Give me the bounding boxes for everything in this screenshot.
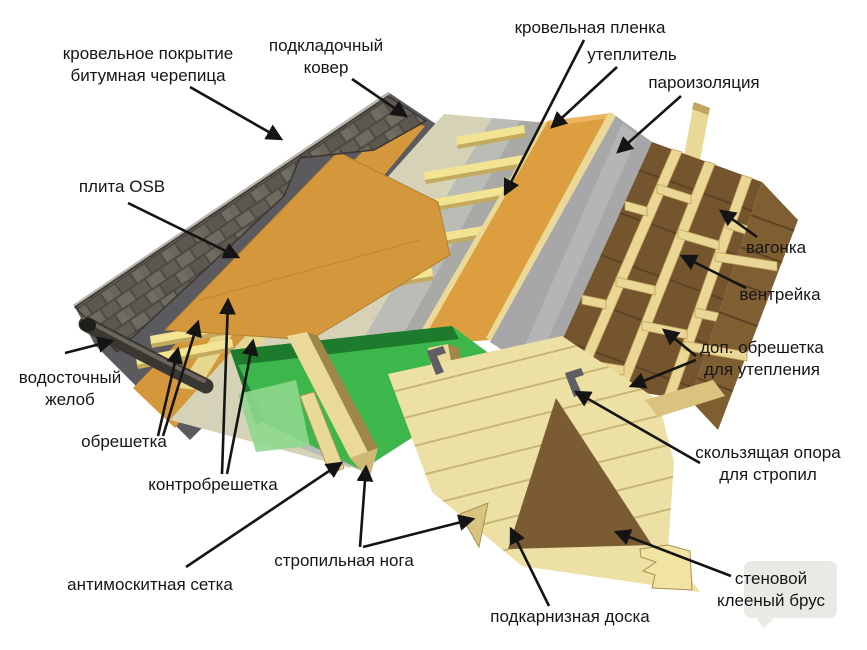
label-vagonka: вагонка <box>746 238 807 257</box>
arrow-counter-battens <box>225 338 259 475</box>
arrow-wall-beam <box>613 529 732 578</box>
sliding-support-bracket <box>427 346 446 375</box>
mosquito-net-dark-strip <box>230 326 459 365</box>
arrow-vapor-barrier <box>616 95 682 154</box>
label-insulation: утеплитель <box>587 45 677 64</box>
roof-layers <box>73 91 798 470</box>
wall-beam-top <box>645 380 725 417</box>
arrow-eaves-board <box>509 526 551 607</box>
insulation-layer <box>420 113 612 345</box>
osb-panel <box>163 151 451 341</box>
label-ventreyka: вентрейка <box>739 285 821 304</box>
shingles-layer <box>73 95 428 354</box>
arrow-roofing-film <box>503 39 586 197</box>
arrow-mosquito-net <box>185 461 344 569</box>
eave-assembly <box>78 316 725 592</box>
arrow-ventreyka <box>679 254 747 290</box>
vagonka-layer <box>690 182 798 430</box>
label-roofing-film: кровельная пленка <box>515 18 666 37</box>
arrow-gutter <box>64 336 115 355</box>
label-rafter-leg: стропильная нога <box>274 551 414 570</box>
arrow-osb-board <box>127 201 241 259</box>
label-battens: обрешетка <box>81 432 167 451</box>
edge-board-cap <box>692 102 710 115</box>
gutter-channel <box>78 316 214 394</box>
eaves-board-layer <box>299 391 345 475</box>
arrow-battens <box>161 319 202 437</box>
shadow-face <box>508 398 652 549</box>
arrow-battens <box>156 346 184 437</box>
arrow-extra-battens <box>662 328 697 358</box>
label-eaves-board: подкарнизная доска <box>490 607 650 626</box>
arrow-rafter-leg <box>362 514 476 549</box>
arrow-extra-battens <box>628 358 697 389</box>
watermark <box>744 561 837 628</box>
insulation-edge-right <box>486 112 618 344</box>
arrow-rafter-leg <box>356 464 374 548</box>
label-mosquito-net: антимоскитная сетка <box>67 575 233 594</box>
arrow-vagonka <box>718 209 758 239</box>
arrow-roof-covering <box>189 85 284 141</box>
sliding-support-bracket <box>565 368 584 397</box>
arrow-underlay-carpet <box>351 77 409 118</box>
vapor-barrier-sheen <box>522 124 638 362</box>
arrow-sliding-support <box>573 390 701 465</box>
label-vapor-barrier: пароизоляция <box>648 73 759 92</box>
arrow-insulation <box>550 66 618 129</box>
label-osb-board: плита OSB <box>79 177 165 196</box>
arrow-counter-battens <box>219 297 236 475</box>
shingle-edge-highlight <box>73 91 390 308</box>
mosquito-net-light <box>238 380 310 452</box>
osb-seam <box>199 239 421 301</box>
label-counter-battens: контробрешетка <box>148 475 278 494</box>
